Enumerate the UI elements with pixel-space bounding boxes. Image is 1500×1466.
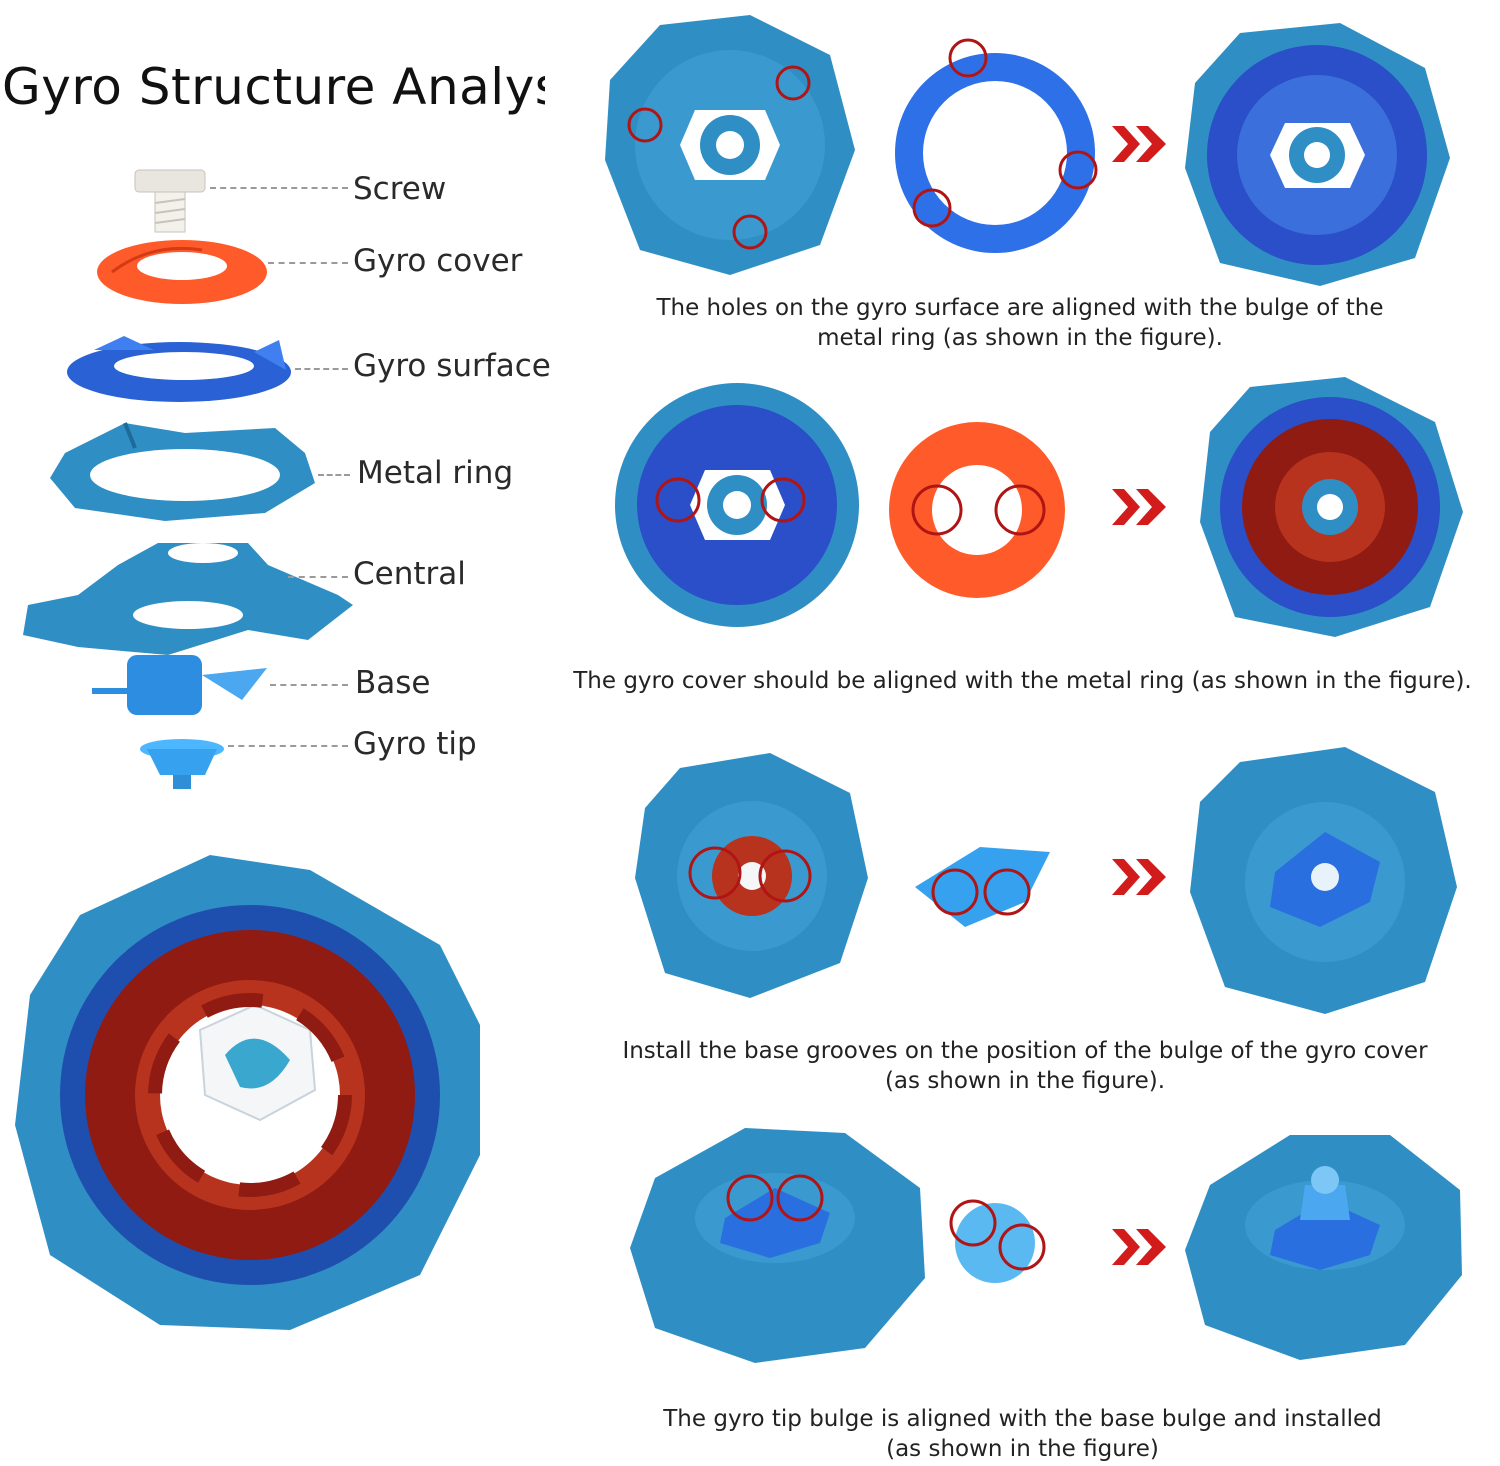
step2-gyro-surface-image	[615, 383, 859, 627]
part-label-gyro-tip: Gyro tip	[353, 726, 477, 762]
step3-caption-line1: Install the base grooves on the position…	[622, 1038, 1428, 1064]
step2-caption: The gyro cover should be aligned with th…	[560, 666, 1485, 696]
central-image	[23, 543, 353, 655]
gyro-cover-image	[97, 240, 267, 304]
step2-arrow-icon	[1112, 489, 1166, 525]
gyro-surface-leader-line	[295, 368, 348, 370]
gyro-tip-leader-line	[228, 745, 348, 747]
part-label-gyro-surface: Gyro surface	[353, 348, 551, 384]
part-label-central: Central	[353, 556, 466, 592]
step4-caption-line2: (as shown in the figure)	[886, 1436, 1159, 1462]
step4-result-image	[1185, 1135, 1462, 1360]
part-label-screw: Screw	[353, 171, 447, 207]
step3-caption: Install the base grooves on the position…	[580, 1036, 1470, 1096]
step3-base-image	[915, 847, 1050, 927]
part-label-metal-ring: Metal ring	[357, 455, 514, 491]
step2-gyro-cover-image	[889, 422, 1065, 598]
step3-result-image	[1190, 747, 1457, 1014]
step1-caption: The holes on the gyro surface are aligne…	[580, 293, 1460, 353]
step4-assembled-image	[630, 1128, 925, 1363]
part-label-gyro-cover: Gyro cover	[353, 243, 523, 279]
step3-caption-line2: (as shown in the figure).	[884, 1068, 1166, 1094]
gyro-cover-leader-line	[268, 262, 348, 264]
screw-image	[134, 169, 206, 233]
part-label-base: Base	[355, 665, 431, 701]
page-title: Gyro Structure Analysis	[2, 58, 545, 116]
step4-caption-line1: The gyro tip bulge is aligned with the b…	[663, 1406, 1382, 1432]
step3-arrow-icon	[1112, 859, 1166, 895]
step1-arrow-icon	[1112, 126, 1166, 162]
gyro-surface-image	[67, 336, 291, 402]
metal-ring-leader-line	[318, 474, 350, 476]
step4-caption: The gyro tip bulge is aligned with the b…	[600, 1404, 1445, 1464]
step2-result-image	[1200, 377, 1463, 637]
metal-ring-image	[50, 422, 315, 521]
step1-result-image	[1185, 23, 1450, 286]
step4-gyro-tip-image	[949, 1199, 1046, 1283]
step2-caption-line1: The gyro cover should be aligned with th…	[573, 668, 1472, 694]
base-leader-line	[270, 684, 348, 686]
step1-caption-line2: metal ring (as shown in the figure).	[817, 325, 1223, 351]
step1-gyro-surface-image	[895, 38, 1098, 253]
step3-central-image	[635, 753, 868, 998]
step1-metal-ring-image	[605, 15, 855, 275]
screw-leader-line	[210, 187, 348, 189]
assembled-top-image	[15, 855, 480, 1330]
gyro-tip-image	[140, 739, 224, 789]
step1-caption-line1: The holes on the gyro surface are aligne…	[656, 295, 1384, 321]
central-leader-line	[288, 576, 348, 578]
base-image	[92, 655, 267, 715]
step4-arrow-icon	[1112, 1229, 1166, 1265]
